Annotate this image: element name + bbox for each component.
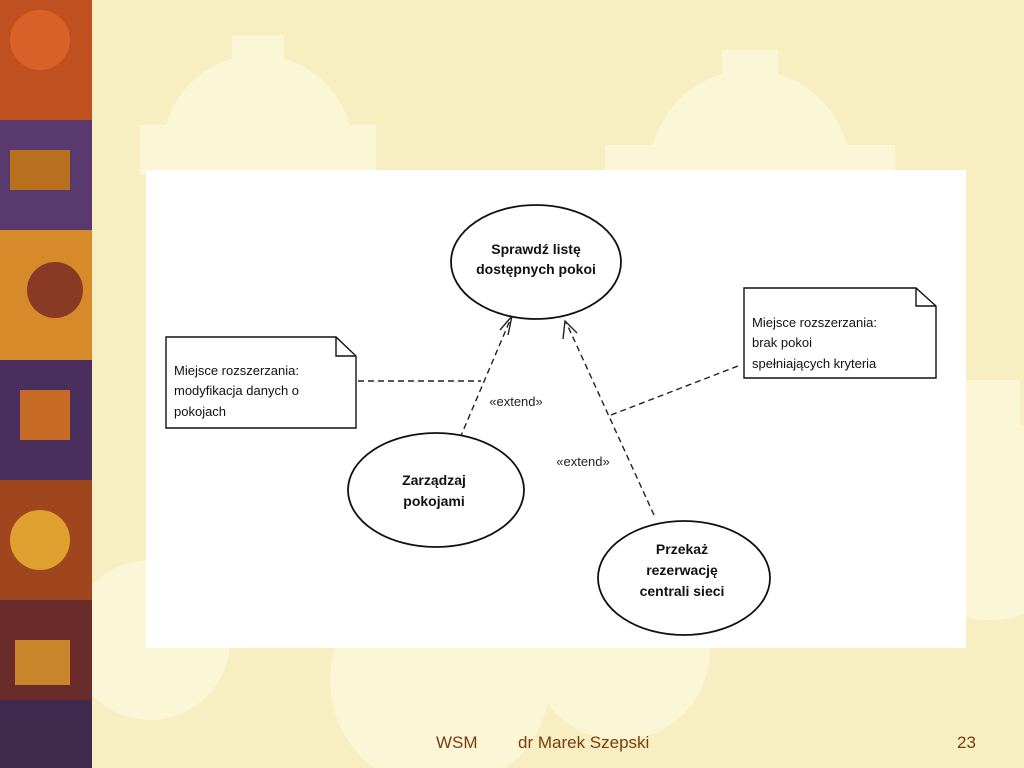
use-case-forward-booking-line1: Przekaż xyxy=(656,541,708,557)
note-right-line1: Miejsce rozszerzania: xyxy=(752,315,877,330)
use-case-manage-rooms: Zarządzaj pokojami xyxy=(347,432,525,548)
extend-arrow-right xyxy=(565,321,655,516)
note-right-line2: brak pokoi xyxy=(752,335,812,350)
diagram-canvas: «extend» «extend» Sprawdź listę dostępny… xyxy=(165,204,937,636)
use-case-forward-booking-line2: rezerwację xyxy=(646,562,718,578)
use-case-diagram: «extend» «extend» Sprawdź listę dostępny… xyxy=(146,170,966,648)
left-decorative-strip xyxy=(0,0,92,768)
right-note-connector xyxy=(610,365,739,416)
use-case-check-rooms-line1: Sprawdź listę xyxy=(491,241,581,257)
extend-label-left: «extend» xyxy=(489,394,543,409)
footer-page-number: 23 xyxy=(957,733,976,752)
note-right: Miejsce rozszerzania: brak pokoi spełnia… xyxy=(743,287,937,379)
use-case-check-rooms: Sprawdź listę dostępnych pokoi xyxy=(450,204,622,320)
use-case-check-rooms-line2: dostępnych pokoi xyxy=(476,261,596,277)
extend-arrow-left-head xyxy=(499,315,513,336)
note-right-line3: spełniających kryteria xyxy=(752,356,877,371)
extend-arrow-right-head xyxy=(562,319,578,340)
use-case-forward-booking: Przekaż rezerwację centrali sieci xyxy=(597,520,771,636)
use-case-forward-booking-line3: centrali sieci xyxy=(640,583,725,599)
note-left-line3: pokojach xyxy=(174,404,226,419)
note-left: Miejsce rozszerzania: modyfikacja danych… xyxy=(165,336,357,429)
note-left-line2: modyfikacja danych o xyxy=(174,383,299,398)
use-case-manage-rooms-line2: pokojami xyxy=(403,493,464,509)
use-case-manage-rooms-line1: Zarządzaj xyxy=(402,472,466,488)
footer-course: WSM xyxy=(436,733,478,752)
note-left-line1: Miejsce rozszerzania: xyxy=(174,363,299,378)
footer-author: dr Marek Szepski xyxy=(518,733,650,752)
extend-label-right: «extend» xyxy=(556,454,610,469)
extend-arrow-left xyxy=(459,317,512,439)
